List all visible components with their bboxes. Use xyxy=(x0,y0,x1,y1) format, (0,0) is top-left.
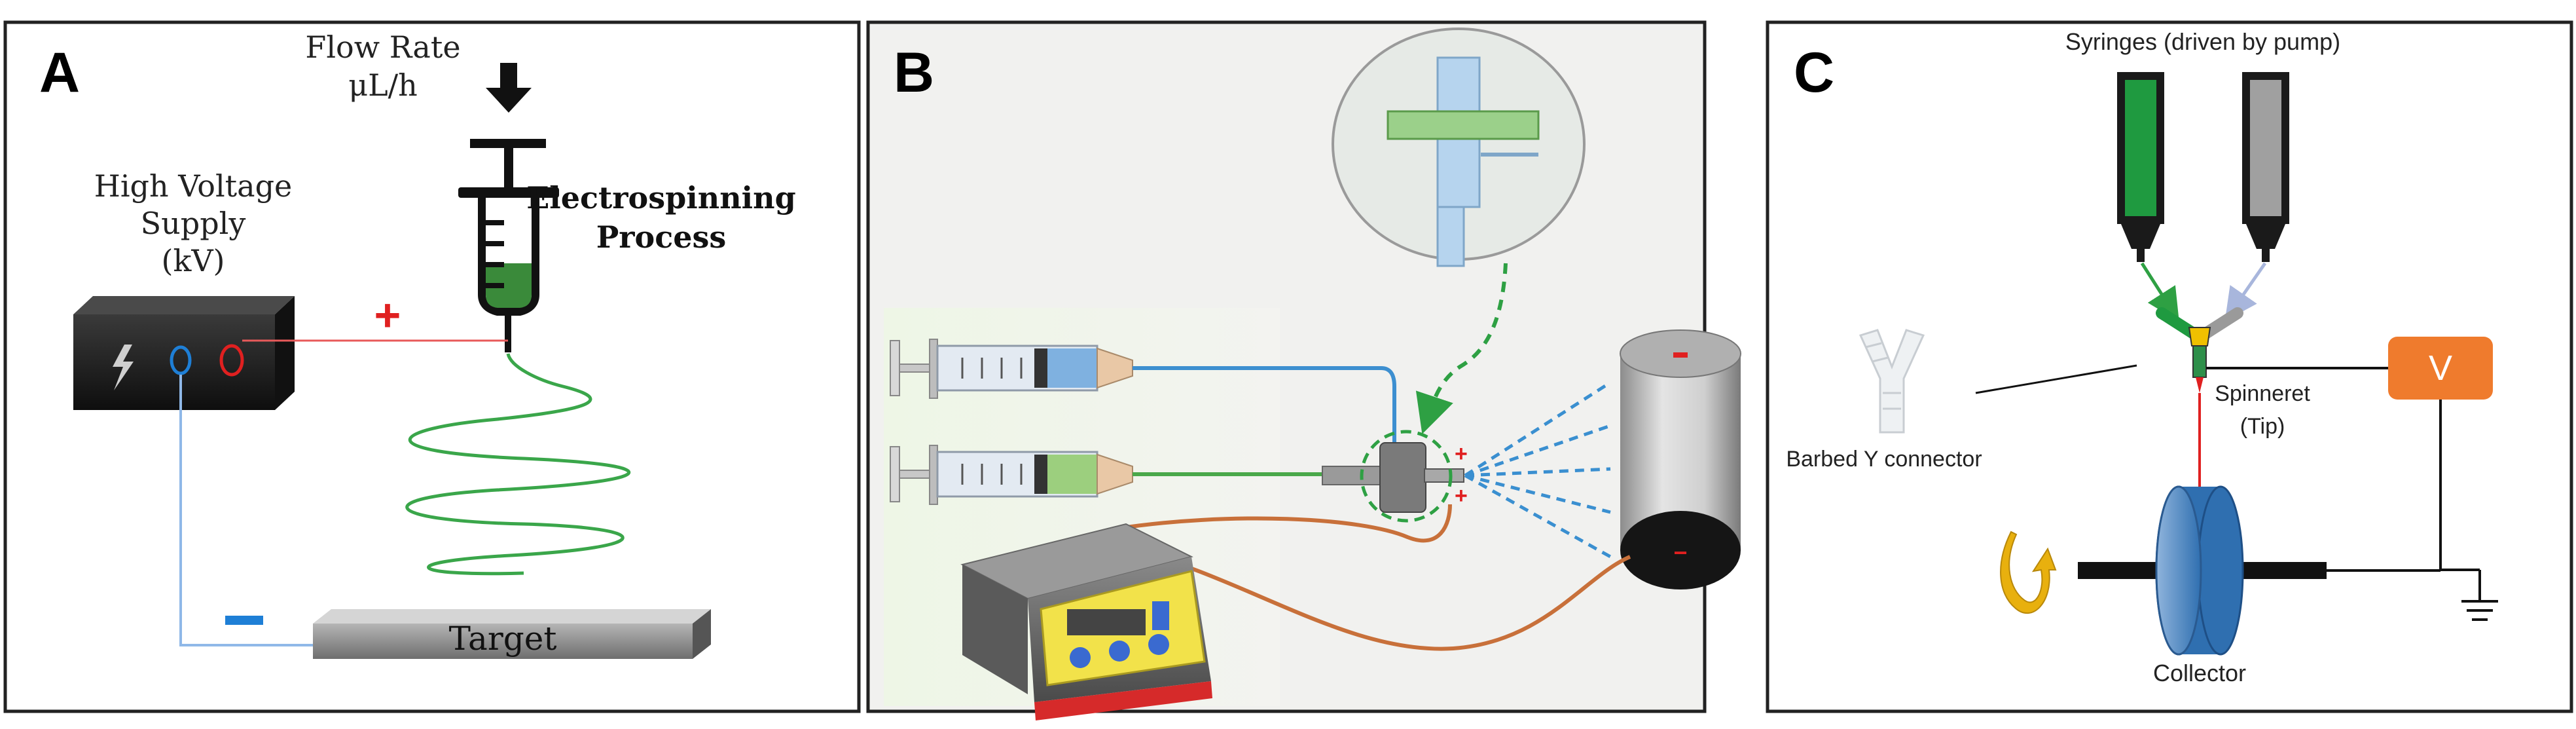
zoom-connector xyxy=(1415,263,1508,434)
target-label: Target xyxy=(449,620,557,658)
gray-flow-arrow xyxy=(2224,262,2267,322)
tube-blue xyxy=(1133,366,1396,462)
y-connector-schematic xyxy=(2156,307,2243,393)
flow-rate-label: Flow Rate xyxy=(305,29,460,65)
spinneret-label-line2: (Tip) xyxy=(2240,414,2285,439)
panel-a-letter: A xyxy=(39,41,80,104)
drum-minus-sign: − xyxy=(1673,539,1687,566)
y-connector-pointer xyxy=(1975,364,2137,394)
nozzle-magnifier xyxy=(1332,28,1586,267)
rotating-drum xyxy=(1620,329,1741,589)
wire-positive xyxy=(1112,504,1452,543)
panel-b-letter: B xyxy=(894,41,934,104)
voltage-source xyxy=(2388,337,2493,400)
high-voltage-box xyxy=(73,296,295,410)
flow-arrow-icon xyxy=(486,63,532,113)
panel-b: B xyxy=(866,20,1741,720)
negative-sign xyxy=(225,616,263,625)
negative-wire xyxy=(179,375,313,646)
process-label-line2: Process xyxy=(596,219,727,255)
green-flow-arrow xyxy=(2140,262,2179,322)
syringe-green-icon xyxy=(890,445,1133,505)
positive-terminal-icon xyxy=(219,344,244,377)
syringe-icon xyxy=(458,139,559,352)
rotation-arrow-icon xyxy=(2000,531,2057,614)
collector-label: Collector xyxy=(2153,660,2246,686)
positive-sign: + xyxy=(374,290,401,341)
lightning-icon xyxy=(113,345,134,390)
wire-negative xyxy=(1132,548,1631,651)
polymer-jet-spiral xyxy=(405,353,631,576)
spray-lines xyxy=(1464,381,1612,559)
coaxial-nozzle xyxy=(1322,430,1464,523)
target-plate xyxy=(313,609,711,659)
panel-a: A Flow Rate μL/h Electrospinning Process… xyxy=(3,20,861,713)
collector-disk xyxy=(2078,485,2440,656)
voltage-label: V xyxy=(2429,348,2452,388)
hv-label-line3: (kV) xyxy=(162,243,225,278)
spinneret-label-line1: Spinneret xyxy=(2215,381,2310,406)
barbed-y-connector-icon xyxy=(1859,329,1925,434)
hv-label-line2: Supply xyxy=(141,206,246,241)
panel-c: C Syringes (driven by pump) xyxy=(1766,20,2573,713)
syringe-pump xyxy=(960,523,1212,720)
flow-rate-unit: μL/h xyxy=(348,67,418,103)
hv-label-line1: High Voltage xyxy=(94,168,293,204)
negative-terminal-icon xyxy=(170,345,192,375)
process-label-line1: Electrospinning xyxy=(526,180,795,215)
ground-icon xyxy=(2461,570,2498,621)
nozzle-plus-2: + xyxy=(1455,483,1468,508)
panel-c-letter: C xyxy=(1794,41,1834,104)
syringes-label: Syringes (driven by pump) xyxy=(2065,28,2340,55)
syringe-green-icon xyxy=(2117,72,2164,262)
syringe-blue-icon xyxy=(890,339,1133,399)
y-connector-label: Barbed Y connector xyxy=(1786,447,1982,472)
nozzle-plus-1: + xyxy=(1455,441,1468,466)
syringe-gray-icon xyxy=(2242,72,2289,262)
